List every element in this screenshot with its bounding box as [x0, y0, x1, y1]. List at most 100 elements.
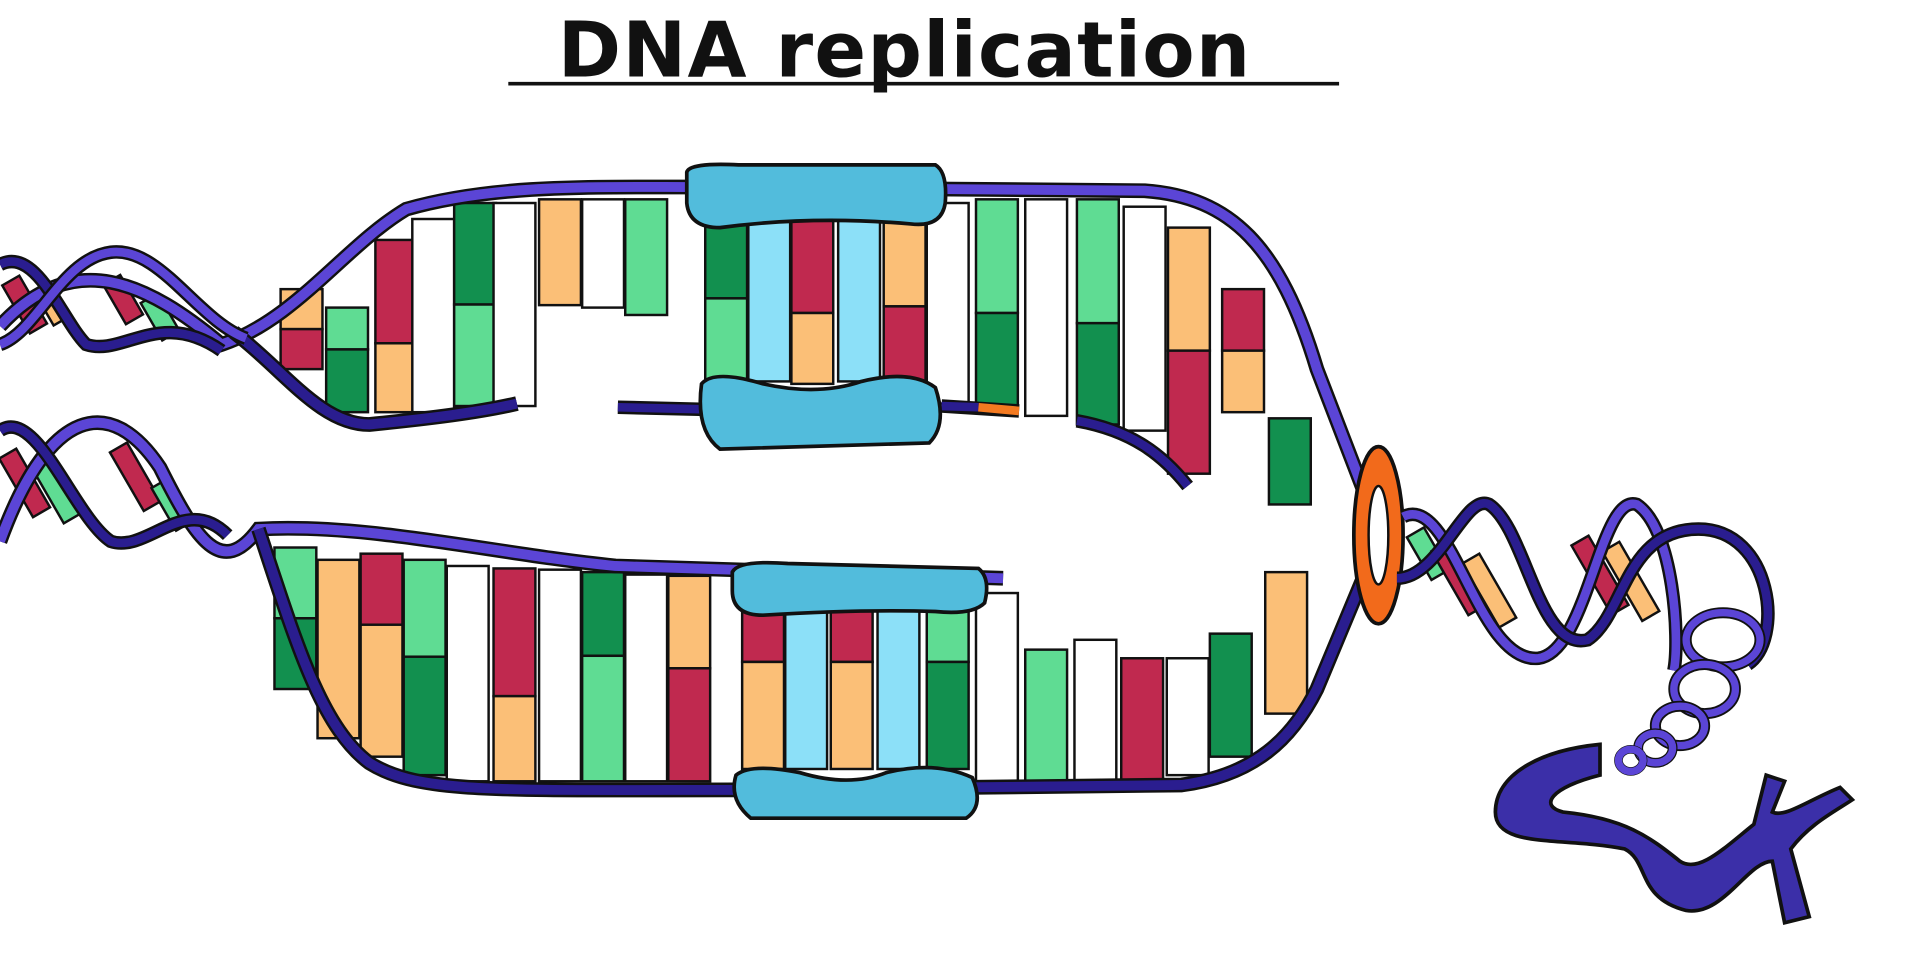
base-pair	[452, 201, 498, 408]
nucleotide	[1166, 226, 1212, 352]
base-pair	[704, 214, 749, 383]
nucleotide	[925, 660, 970, 771]
nucleotide	[925, 201, 970, 405]
base-pair	[580, 198, 626, 309]
base-pair	[492, 201, 537, 408]
nucleotide	[580, 654, 626, 783]
base-pair	[624, 573, 669, 783]
base-pair	[974, 198, 1020, 408]
nucleotide	[974, 198, 1020, 315]
base-pair	[624, 198, 669, 317]
base-pair	[1024, 198, 1069, 418]
base-pair	[1267, 417, 1312, 506]
base-pair	[790, 205, 835, 386]
nucleotide	[492, 694, 537, 783]
nucleotide	[1220, 287, 1266, 352]
base-pair	[836, 205, 882, 383]
nucleotide	[1165, 657, 1210, 777]
nucleotide	[974, 311, 1020, 408]
nucleotide	[402, 558, 447, 658]
nucleotide	[359, 552, 404, 626]
nucleotide	[492, 567, 537, 698]
nucleotide	[445, 564, 490, 783]
base-pair	[411, 217, 456, 414]
nucleotide	[374, 238, 419, 345]
nucleotide	[784, 589, 829, 771]
nucleotide	[537, 198, 583, 307]
base-pair	[1120, 657, 1165, 783]
base-pair	[1220, 287, 1266, 414]
nucleotide	[1073, 638, 1118, 783]
chromosome	[1493, 742, 1856, 926]
nucleotide	[1166, 349, 1212, 475]
nucleotide	[882, 305, 927, 386]
nucleotide	[624, 198, 669, 317]
base-pair	[882, 210, 927, 386]
base-pair	[580, 570, 626, 783]
base-pair	[1208, 632, 1253, 758]
left-helix-bottom	[0, 420, 233, 550]
nucleotide	[836, 205, 882, 383]
supercoil	[1614, 607, 1766, 776]
base-pair	[374, 238, 419, 414]
base-pair	[747, 207, 792, 383]
base-pair	[1073, 638, 1118, 783]
nucleotide	[492, 201, 537, 408]
base-pair	[445, 564, 490, 783]
nucleotide	[1024, 198, 1069, 418]
nucleotide	[1075, 321, 1120, 426]
nucleotide	[1120, 657, 1165, 783]
base-pair	[784, 589, 829, 771]
nucleotide	[402, 655, 447, 777]
base-pair	[925, 589, 970, 771]
base-pair	[829, 589, 874, 771]
nucleotide	[1208, 632, 1253, 758]
base-pair	[1166, 226, 1212, 475]
nucleotide	[1024, 648, 1069, 783]
left-helix-top	[0, 245, 249, 357]
base-pair	[667, 574, 712, 783]
nucleotide	[1220, 349, 1266, 414]
nucleotide	[974, 591, 1020, 783]
dna-polymerase-bottom	[730, 560, 989, 821]
dna-polymerase-top	[684, 162, 948, 451]
base-pair	[1264, 570, 1309, 715]
base-pair	[492, 567, 537, 783]
nucleotide	[667, 667, 712, 783]
nucleotide	[790, 311, 835, 386]
nucleotide	[324, 348, 370, 414]
base-pair	[876, 589, 921, 771]
nucleotide	[452, 201, 498, 306]
nucleotide	[740, 660, 786, 771]
nucleotide	[537, 568, 583, 783]
base-pair	[537, 568, 583, 783]
base-pair	[359, 552, 404, 758]
nucleotide	[359, 623, 404, 758]
nucleotide	[624, 573, 669, 783]
nucleotide	[279, 327, 324, 371]
base-pair	[974, 591, 1020, 783]
base-pair	[402, 558, 447, 777]
nucleotide	[324, 306, 370, 351]
right-helix	[1396, 496, 1775, 672]
nucleotide	[1267, 417, 1312, 506]
nucleotide	[580, 570, 626, 658]
nucleotide	[580, 198, 626, 309]
nucleotide	[1075, 198, 1120, 325]
base-pair	[1024, 648, 1069, 783]
base-pair	[1122, 205, 1167, 432]
base-pair	[324, 306, 370, 414]
helix-base-pair	[108, 440, 163, 513]
diagram-title: DNA replication	[558, 5, 1252, 94]
base-pair	[740, 589, 786, 771]
base-pair	[537, 198, 583, 307]
nucleotide	[374, 342, 419, 414]
base-pair	[925, 201, 970, 405]
nucleotide	[704, 297, 749, 383]
nucleotide	[1122, 205, 1167, 432]
primer	[978, 402, 1020, 416]
nucleotide	[411, 217, 456, 414]
helicase-ring	[1352, 444, 1405, 626]
nucleotide	[747, 207, 792, 383]
